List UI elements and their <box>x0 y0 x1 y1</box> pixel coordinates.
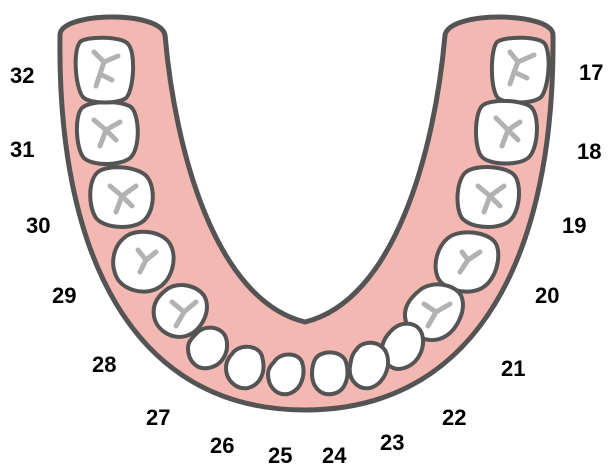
tooth-label-27: 27 <box>146 405 170 430</box>
tooth-label-19: 19 <box>562 213 586 238</box>
tooth-label-32: 32 <box>10 63 34 88</box>
tooth-label-28: 28 <box>92 352 116 377</box>
tooth-label-26: 26 <box>210 433 234 458</box>
tooth-25[interactable] <box>268 355 303 395</box>
tooth-label-25: 25 <box>268 443 292 468</box>
tooth-24[interactable] <box>312 352 347 394</box>
tooth-label-30: 30 <box>26 213 50 238</box>
tooth-label-18: 18 <box>577 139 601 164</box>
tooth-23[interactable] <box>350 343 388 389</box>
tooth-label-22: 22 <box>442 405 466 430</box>
tooth-label-23: 23 <box>380 430 404 455</box>
tooth-32[interactable] <box>76 38 133 103</box>
tooth-17[interactable] <box>492 38 549 103</box>
tooth-26[interactable] <box>226 347 263 389</box>
tooth-label-20: 20 <box>535 283 559 308</box>
tooth-label-29: 29 <box>52 283 76 308</box>
tooth-label-24: 24 <box>322 443 347 468</box>
tooth-label-21: 21 <box>501 356 525 381</box>
tooth-label-17: 17 <box>579 60 603 85</box>
tooth-label-31: 31 <box>10 137 34 162</box>
